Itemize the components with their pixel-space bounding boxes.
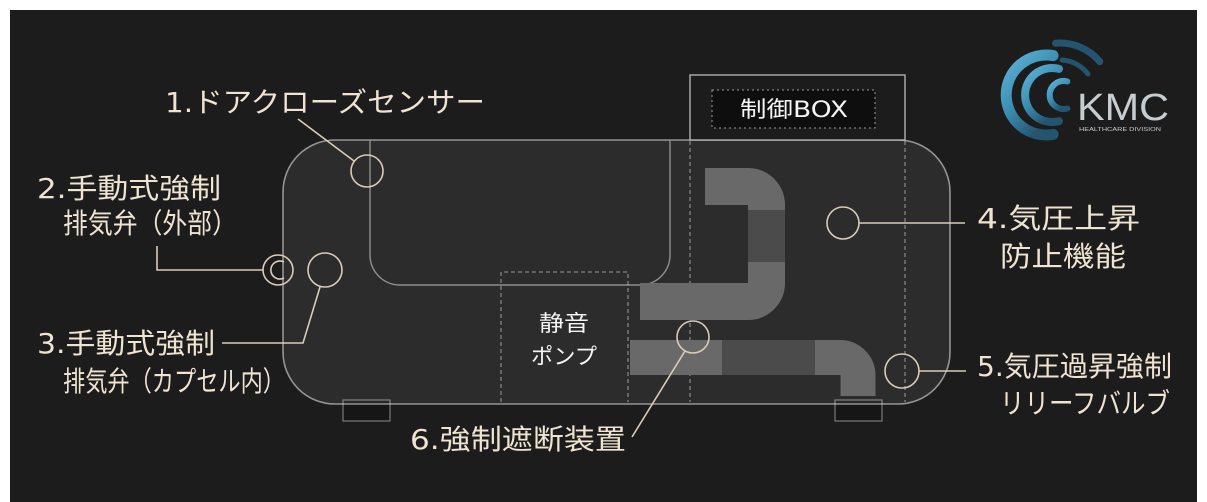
callout-labels: 1.ドアクローズセンサー 2.手動式強制 排気弁（外部） 3.手動式強制 排気弁… (37, 86, 1172, 456)
callout-5-line-2: リリーフバルブ (1000, 387, 1170, 420)
left-leg (342, 399, 391, 422)
callout-6-line-1: 6.強制遮断装置 (410, 423, 626, 456)
callout-4-line-1: 4.気圧上昇 (977, 202, 1140, 235)
right-leg (834, 399, 883, 422)
pump-unit: 静音 ポンプ (500, 271, 629, 402)
swirl-middle-arc (1021, 64, 1063, 126)
lower-pipe-dark-section (722, 340, 815, 375)
kmc-swirl-icon (1000, 39, 1104, 141)
callout-4-line-2: 防止機能 (1000, 240, 1126, 273)
marker-internal-exhaust-valve (307, 252, 343, 288)
callout-3-line-1: 3.手動式強制 (37, 327, 215, 360)
leader-line-3 (222, 286, 321, 344)
callout-2-line-1: 2.手動式強制 (37, 172, 221, 205)
callout-1-line-1: 1.ドアクローズセンサー (165, 86, 485, 119)
control-box-label: 制御BOX (740, 98, 848, 123)
leader-line-6 (631, 350, 686, 438)
leader-line-1 (297, 118, 355, 162)
kmc-logo: KMC HEALTHCARE DIVISION (1000, 39, 1169, 141)
pump-outline (500, 271, 629, 402)
logo-division-text: HEALTHCARE DIVISION (1079, 127, 1161, 133)
callout-3-line-2: 排気弁（カプセル内） (63, 365, 285, 398)
swirl-mid-top-arc (1059, 57, 1091, 77)
lower-pipe (630, 340, 876, 396)
control-box: 制御BOX (689, 74, 906, 141)
pump-label-line-2: ポンプ (531, 345, 597, 370)
leader-line-2 (156, 246, 263, 271)
callout-2-line-2: 排気弁（外部） (63, 207, 237, 240)
callout-markers (262, 154, 920, 389)
swirl-inner-arc (1046, 78, 1071, 112)
swirl-outer-arc (1000, 49, 1059, 141)
diagram-background (10, 10, 1197, 502)
marker-external-exhaust-valve-inner (270, 260, 285, 280)
inner-upper-compartment (369, 141, 671, 286)
swirl-top-arc (1052, 39, 1104, 66)
marker-door-close-sensor (350, 154, 384, 188)
marker-forced-shutoff (676, 320, 710, 354)
pipes (630, 168, 876, 396)
pump-label-line-1: 静音 (539, 312, 589, 337)
upper-pipe-dark-section (748, 210, 785, 262)
logo-brand-text: KMC (1077, 87, 1169, 129)
control-box-panel (711, 89, 876, 129)
leader-lines (156, 118, 966, 438)
callout-5-line-1: 5.気圧過昇強制 (977, 350, 1172, 383)
capsule-legs (342, 399, 883, 422)
